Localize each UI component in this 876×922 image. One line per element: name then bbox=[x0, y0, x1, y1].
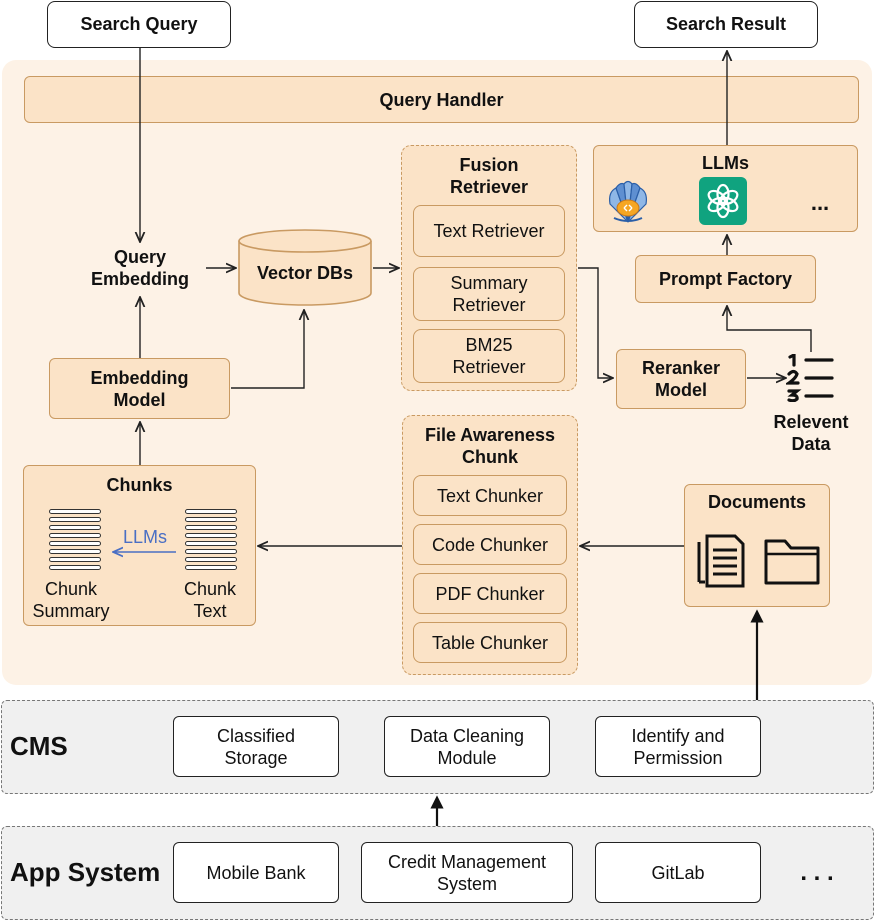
app-system-label: App System bbox=[10, 857, 161, 887]
relevant-data-label: Relevent Data bbox=[773, 412, 849, 454]
search-result-label: Search Result bbox=[665, 14, 787, 34]
identify-permission-box: Identify and Permission bbox=[595, 716, 761, 777]
classified-storage-label: Classified Storage bbox=[216, 725, 296, 768]
shell-logo-icon bbox=[604, 178, 652, 224]
search-result-box: Search Result bbox=[634, 1, 818, 48]
bm25-retriever-box: BM25 Retriever bbox=[413, 329, 565, 383]
text-retriever-label: Text Retriever bbox=[433, 221, 545, 241]
query-embedding-label: Query Embedding bbox=[91, 247, 189, 289]
pdf-chunker-box: PDF Chunker bbox=[413, 573, 567, 614]
llms-title: LLMs bbox=[702, 153, 749, 173]
chunks-title: Chunks bbox=[106, 475, 173, 495]
credit-management-system-label: Credit Management System bbox=[387, 851, 547, 894]
vector-dbs-cylinder bbox=[238, 229, 372, 307]
prompt-factory-box: Prompt Factory bbox=[635, 255, 816, 303]
prompt-factory-label: Prompt Factory bbox=[658, 269, 793, 289]
reranker-model-box: Reranker Model bbox=[616, 349, 746, 409]
documents-title: Documents bbox=[707, 492, 806, 512]
text-chunker-label: Text Chunker bbox=[436, 485, 544, 506]
credit-management-system-box: Credit Management System bbox=[361, 842, 573, 903]
pdf-chunker-label: PDF Chunker bbox=[435, 583, 545, 604]
bm25-retriever-label: BM25 Retriever bbox=[452, 335, 526, 377]
fusion-retriever-title: Fusion Retriever bbox=[449, 155, 529, 197]
summary-retriever-box: Summary Retriever bbox=[413, 267, 565, 321]
gitlab-label: GitLab bbox=[651, 862, 705, 883]
text-retriever-box: Text Retriever bbox=[413, 205, 565, 257]
data-cleaning-module-label: Data Cleaning Module bbox=[409, 725, 525, 768]
text-chunker-box: Text Chunker bbox=[413, 475, 567, 516]
vector-dbs-label: Vector DBs bbox=[256, 263, 354, 283]
chunk-summary-stack-icon bbox=[49, 509, 101, 571]
chunk-summary-label: Chunk Summary bbox=[32, 579, 110, 621]
mobile-bank-label: Mobile Bank bbox=[206, 862, 306, 883]
file-awareness-chunk-title: File Awareness Chunk bbox=[424, 425, 556, 467]
table-chunker-box: Table Chunker bbox=[413, 622, 567, 663]
gitlab-box: GitLab bbox=[595, 842, 761, 903]
query-handler-box: Query Handler bbox=[24, 76, 859, 123]
code-chunker-label: Code Chunker bbox=[431, 534, 549, 555]
document-icon bbox=[695, 530, 747, 590]
reranker-model-label: Reranker Model bbox=[641, 358, 721, 400]
chunk-text-stack-icon bbox=[185, 509, 237, 571]
folder-icon bbox=[763, 536, 821, 586]
app-system-more-label: . . . bbox=[800, 859, 834, 886]
search-query-label: Search Query bbox=[80, 14, 198, 34]
chatgpt-logo-icon bbox=[699, 177, 747, 225]
chunk-text-label: Chunk Text bbox=[183, 579, 237, 621]
identify-permission-label: Identify and Permission bbox=[631, 725, 725, 768]
cms-label: CMS bbox=[10, 731, 68, 761]
ranked-list-icon bbox=[784, 352, 836, 403]
embedding-model-box: Embedding Model bbox=[49, 358, 230, 419]
mobile-bank-box: Mobile Bank bbox=[173, 842, 339, 903]
chunks-llms-label: LLMs bbox=[122, 527, 167, 547]
llms-more-label: ... bbox=[810, 190, 830, 215]
embedding-model-label: Embedding Model bbox=[90, 367, 189, 410]
data-cleaning-module-box: Data Cleaning Module bbox=[384, 716, 550, 777]
query-handler-label: Query Handler bbox=[379, 89, 504, 110]
classified-storage-box: Classified Storage bbox=[173, 716, 339, 777]
search-query-box: Search Query bbox=[47, 1, 231, 48]
code-chunker-box: Code Chunker bbox=[413, 524, 567, 565]
summary-retriever-label: Summary Retriever bbox=[450, 273, 528, 315]
table-chunker-label: Table Chunker bbox=[431, 632, 549, 653]
